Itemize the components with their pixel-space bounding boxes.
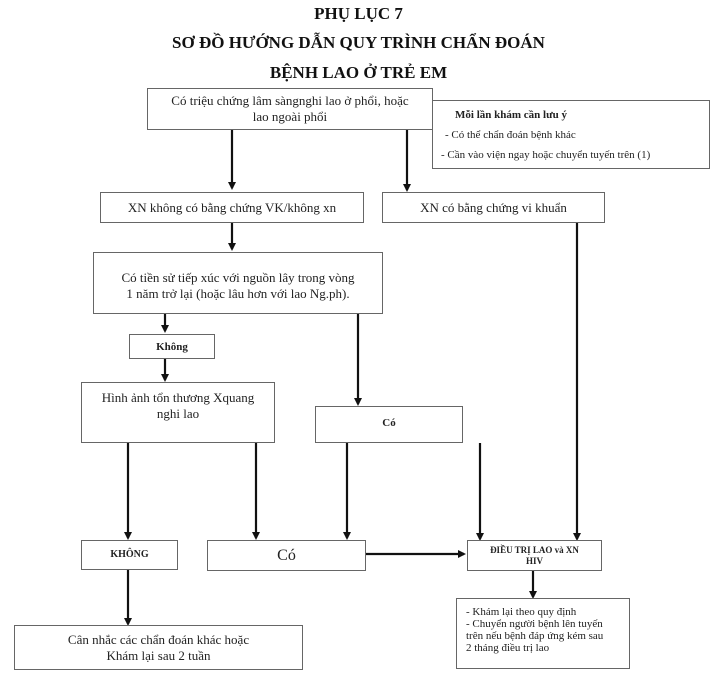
contact-history-line2: 1 năm trở lại (hoặc lâu hơn với lao Ng.p… bbox=[126, 286, 350, 301]
khong-label: Không bbox=[156, 340, 188, 353]
followup-box: - Khám lại theo quy định - Chuyển người … bbox=[456, 598, 630, 669]
co2-label: Có bbox=[277, 546, 296, 564]
khong2-label: KHÔNG bbox=[110, 549, 149, 560]
appendix-label: PHỤ LỤC 7 bbox=[314, 4, 403, 23]
xray-line2: nghi lao bbox=[156, 406, 200, 421]
co-label: Có bbox=[382, 417, 396, 429]
xray-line1: Hình ảnh tổn thương Xquang bbox=[101, 390, 255, 405]
note-box: Mỗi lần khám cần lưu ý - Có thể chẩn đoá… bbox=[432, 100, 710, 169]
khong2-box: KHÔNG bbox=[81, 540, 178, 570]
bacteria-evidence-box: XN có bằng chứng vi khuẩn bbox=[382, 192, 605, 223]
co2-box: Có bbox=[207, 540, 366, 571]
followup-item: 2 tháng điều trị lao bbox=[466, 642, 550, 654]
diagram-subtitle: BỆNH LAO Ở TRẺ EM bbox=[269, 63, 448, 82]
no-evidence-label: XN không có bằng chứng VK/không xn bbox=[127, 199, 337, 215]
contact-history-box: Có tiền sử tiếp xúc với nguồn lây trong … bbox=[93, 252, 383, 314]
symptoms-line2: lao ngoài phổi bbox=[252, 109, 328, 124]
no-evidence-box: XN không có bằng chứng VK/không xn bbox=[100, 192, 364, 223]
treatment-line1: ĐIỀU TRỊ LAO và XN bbox=[490, 544, 579, 555]
note-item: - Có thể chẩn đoán bệnh khác bbox=[445, 128, 576, 141]
treatment-box: ĐIỀU TRỊ LAO và XN HIV bbox=[467, 540, 602, 571]
note-title: Mỗi lần khám cần lưu ý bbox=[455, 108, 568, 121]
bacteria-evidence-label: XN có bằng chứng vi khuẩn bbox=[420, 199, 567, 215]
note-item: - Cần vào viện ngay hoặc chuyển tuyến tr… bbox=[441, 148, 651, 161]
reconsider-line1: Cân nhắc các chẩn đoán khác hoặc bbox=[67, 631, 250, 647]
xray-box: Hình ảnh tổn thương Xquang nghi lao bbox=[81, 382, 275, 443]
symptoms-line1: Có triệu chứng lâm sàngnghi lao ở phổi, … bbox=[171, 93, 409, 108]
symptoms-box: Có triệu chứng lâm sàngnghi lao ở phổi, … bbox=[147, 88, 433, 130]
reconsider-box: Cân nhắc các chẩn đoán khác hoặc Khám lạ… bbox=[14, 625, 303, 670]
treatment-line2: HIV bbox=[525, 555, 543, 566]
reconsider-line2: Khám lại sau 2 tuần bbox=[106, 647, 211, 663]
followup-item: trên nếu bệnh đáp ứng kém sau bbox=[466, 630, 604, 642]
khong-box: Không bbox=[129, 334, 215, 359]
followup-item: - Chuyển người bệnh lên tuyến bbox=[466, 618, 603, 630]
followup-item: - Khám lại theo quy định bbox=[466, 606, 577, 618]
co-box: Có bbox=[315, 406, 463, 443]
contact-history-line1: Có tiền sử tiếp xúc với nguồn lây trong … bbox=[121, 270, 355, 285]
diagram-title: SƠ ĐỒ HƯỚNG DẪN QUY TRÌNH CHẨN ĐOÁN bbox=[172, 33, 545, 52]
